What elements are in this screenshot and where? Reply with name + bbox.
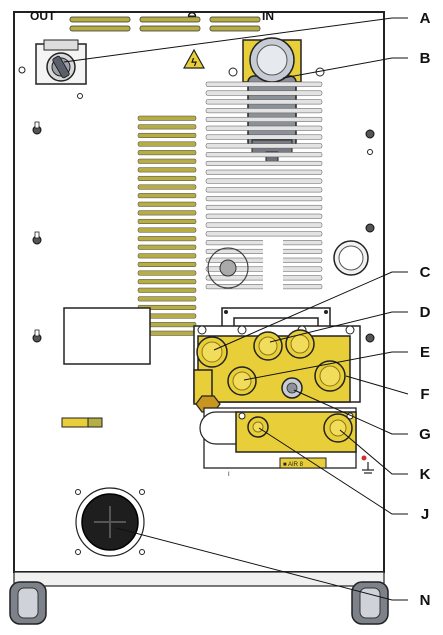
vent-slat [205,169,323,175]
leader-line-b [282,57,408,79]
callout-label-j: J [421,506,429,523]
vent-slat [205,81,323,87]
connector-e [227,366,257,396]
callout-label-f: F [420,386,429,403]
vent-slat [137,244,197,250]
in-label: IN [262,9,274,23]
left-vent-grille [137,115,197,336]
leader-line-a [63,17,408,63]
round-port [333,240,369,276]
blank-cover-plate [63,307,151,365]
base-and-wheels [9,571,389,625]
callout-label-k: K [420,466,431,483]
vent-slat [205,125,323,131]
vent-slat [205,213,323,219]
vent-slat [137,132,197,138]
port-g [281,377,303,399]
vent-slat [205,90,323,96]
chassis-outline [13,11,385,573]
out-label: OUT [30,9,56,23]
leader-line-c [213,271,408,351]
air-plate-text: ■ AIR 8 [283,462,304,468]
callout-label-b: B [420,50,431,67]
vent-slat [137,184,197,190]
callout-label-d: D [420,304,431,321]
vent-slat [137,201,197,207]
vent-slat [205,152,323,158]
top-slot-strips [69,16,261,32]
callout-label-c: C [420,264,431,281]
vent-slat [205,204,323,210]
vent-slat [137,193,197,199]
yellow-tag-end [87,417,103,428]
callout-labels: A B C D E F G K J N [63,10,431,609]
connector-j [247,416,269,438]
vent-slat [205,178,323,184]
leader-line-j [258,427,408,515]
vent-slat [205,116,323,122]
leader-line-k [339,429,408,475]
vent-slat [205,222,323,228]
screw [77,93,83,99]
position-mark-one: I [228,472,230,478]
callout-label-a: A [420,10,431,27]
connector-d2 [285,329,315,359]
vent-slat [137,261,197,267]
vent-slat [137,150,197,156]
svg-text:ϟ: ϟ [191,57,197,69]
leader-line-n [115,527,408,601]
vent-slat [137,296,197,302]
leader-line-f [345,375,409,395]
vent-slat [137,287,197,293]
vent-slat [137,279,197,285]
vent-slat [137,167,197,173]
connector-k [323,413,353,443]
leader-line-e [243,351,408,381]
minus-symbol: ⊖ [187,9,197,23]
vent-slat [137,270,197,276]
callout-label-e: E [420,344,430,361]
vent-slat [205,187,323,193]
vent-slat [205,99,323,105]
vent-slat [137,158,197,164]
screw [228,67,238,77]
ground-symbol-icon [362,462,374,474]
callout-label-n: N [420,592,431,609]
vent-slat [205,108,323,114]
cable-gland [75,487,145,557]
vent-slat [137,210,197,216]
vent-slat [205,196,323,202]
vent-slat [137,218,197,224]
side-rivets [32,121,375,343]
vent-slat [137,115,197,121]
screw [18,66,26,74]
leader-line-d [269,311,408,343]
vent-slat [137,175,197,181]
vent-gap [263,240,283,298]
vent-slat [137,124,197,130]
connector-d [253,331,283,361]
vent-slat [137,141,197,147]
vent-slat [205,143,323,149]
vent-slat [137,236,197,242]
vent-slat [137,227,197,233]
vent-slat [137,253,197,259]
fan [207,247,249,289]
main-power-switch [35,39,87,85]
warning-triangle-icon: ϟ [182,48,206,69]
connector-c [196,336,228,368]
connector-f [314,360,346,392]
leader-line-g [293,389,408,435]
vent-slat [205,231,323,237]
callout-label-g: G [419,426,431,443]
vent-slat [205,134,323,140]
vent-slat [205,160,323,166]
